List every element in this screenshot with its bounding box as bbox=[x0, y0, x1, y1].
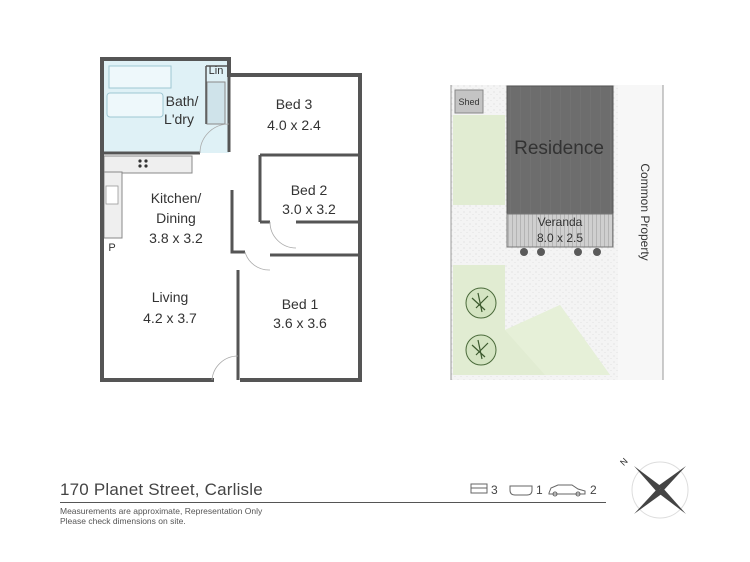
room-label-bed2: Bed 2 bbox=[291, 182, 328, 198]
planter-icon bbox=[520, 248, 601, 256]
room-label-living: Living bbox=[152, 289, 189, 305]
kitchen-bench-side bbox=[103, 171, 123, 239]
disclaimer-line-1: Measurements are approximate, Representa… bbox=[60, 506, 263, 516]
car-icon bbox=[548, 484, 586, 497]
room-label-bath: Bath/ bbox=[166, 93, 199, 109]
room-dims-bed1: 3.6 x 3.6 bbox=[273, 315, 327, 331]
tree-icon bbox=[465, 334, 497, 366]
bedroom-count: 3 bbox=[491, 483, 498, 497]
room-label-pantry: P bbox=[108, 242, 115, 254]
bathtub-icon bbox=[106, 92, 164, 118]
shed bbox=[454, 89, 484, 114]
common-property-strip bbox=[618, 85, 663, 380]
veranda-dims: 8.0 x 2.5 bbox=[537, 231, 583, 245]
bath-icon bbox=[509, 485, 533, 496]
tree-icon bbox=[465, 287, 497, 319]
shed-label: Shed bbox=[458, 97, 479, 107]
room-label-kitchen: Kitchen/ bbox=[151, 190, 202, 206]
property-address: 170 Planet Street, Carlisle bbox=[60, 480, 263, 499]
room-label-bath-2: L'dry bbox=[164, 111, 194, 127]
room-label-linen: Lin bbox=[209, 65, 224, 77]
footer-divider bbox=[60, 502, 606, 503]
bathroom-count: 1 bbox=[536, 483, 543, 497]
lawn-left bbox=[453, 115, 505, 205]
bed-icon bbox=[470, 483, 488, 494]
veranda-label: Veranda bbox=[538, 215, 583, 229]
room-dims-bed3: 4.0 x 2.4 bbox=[267, 117, 321, 133]
room-dims-living: 4.2 x 3.7 bbox=[143, 310, 197, 326]
car-count: 2 bbox=[590, 483, 597, 497]
sink-icon bbox=[105, 185, 119, 205]
room-label-bed3: Bed 3 bbox=[276, 96, 313, 112]
compass-icon: N bbox=[618, 456, 689, 519]
common-property-label: Common Property bbox=[638, 163, 652, 260]
room-dims-kitchen: 3.8 x 3.2 bbox=[149, 230, 203, 246]
kitchen-bench bbox=[103, 155, 193, 174]
linen-cupboard bbox=[206, 81, 226, 125]
site-plan: Shed Residence Veranda 8.0 x 2.5 Common … bbox=[450, 85, 664, 380]
veranda bbox=[506, 213, 614, 248]
disclaimer-line-2: Please check dimensions on site. bbox=[60, 516, 186, 526]
room-dims-bed2: 3.0 x 3.2 bbox=[282, 201, 336, 217]
shower-icon bbox=[108, 65, 172, 89]
compass-north-label: N bbox=[618, 456, 630, 468]
room-label-bed1: Bed 1 bbox=[282, 296, 319, 312]
cooktop-icon bbox=[138, 159, 142, 163]
residence-roof bbox=[506, 85, 614, 215]
floor-plan: Lin Bath/ L'dry Bed 3 4.0 x 2.4 Kitchen/… bbox=[100, 57, 362, 382]
room-label-dining: Dining bbox=[156, 210, 196, 226]
residence-label: Residence bbox=[514, 138, 604, 159]
